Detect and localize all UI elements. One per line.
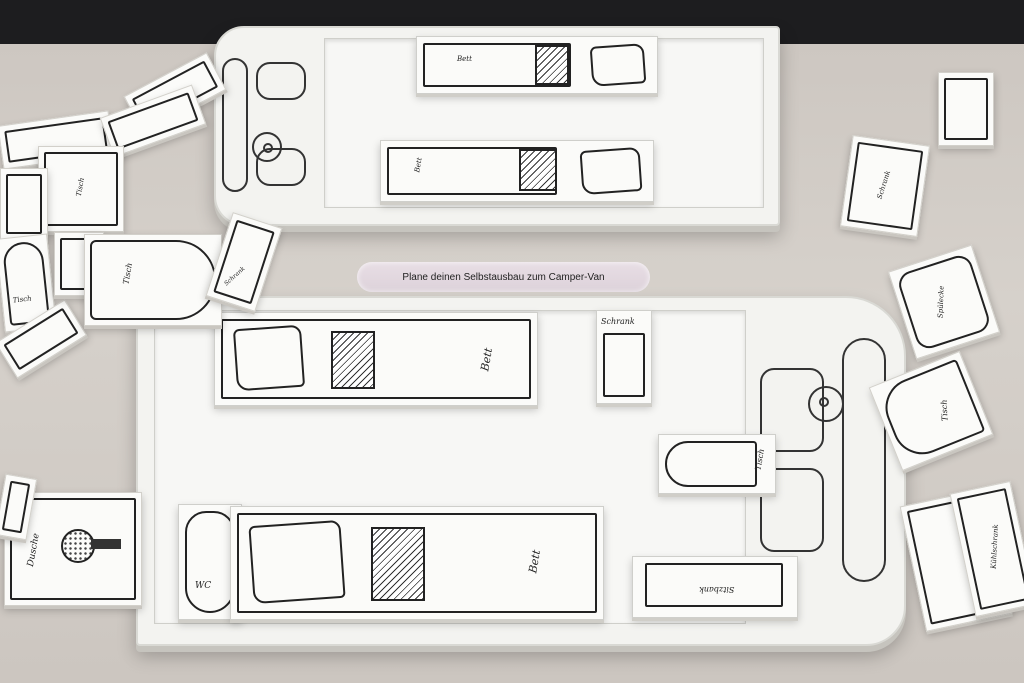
sitzbank-label: Sitzbank	[699, 585, 735, 594]
sitzbank-outline	[645, 563, 783, 607]
van-board-top: Bett Bett	[214, 26, 780, 226]
tisch-tile[interactable]: Tisch	[658, 434, 776, 494]
van-board-bottom: Bett Schrank Tisch WC Bett Sitzbank	[136, 296, 906, 646]
steering-wheel-icon	[808, 386, 844, 422]
tile-outline	[6, 174, 42, 234]
tile-label: Tisch	[939, 399, 950, 422]
loose-tile-tisch[interactable]: Tisch	[38, 146, 124, 232]
pillow-icon	[589, 43, 647, 87]
blanket-hatch	[535, 45, 569, 85]
cab-seat-outline	[256, 62, 306, 100]
steering-wheel-icon	[252, 132, 282, 162]
blanket-hatch	[331, 331, 375, 389]
bed-label: Bett	[457, 55, 472, 63]
loose-tile-schrank[interactable]: Schrank	[839, 135, 931, 237]
pillow-icon	[579, 146, 643, 196]
schrank-label: Schrank	[601, 317, 635, 326]
loose-tile-tisch[interactable]: Tisch	[84, 234, 222, 326]
bed-outline	[237, 513, 597, 613]
dashboard-outline	[222, 58, 248, 192]
tile-outline	[1, 480, 31, 534]
bed-outline	[221, 319, 531, 399]
wc-label: WC	[195, 581, 212, 591]
dashboard-outline	[842, 338, 886, 582]
dusche-outline	[10, 498, 136, 600]
wc-outline	[185, 511, 235, 613]
shower-head-icon	[91, 539, 121, 549]
bed-outline	[423, 43, 571, 87]
tisch-outline	[665, 441, 757, 487]
bed-tile[interactable]: Bett	[416, 36, 658, 94]
title-banner: Plane deinen Selbstausbau zum Camper-Van	[357, 262, 650, 292]
schrank-outline	[603, 333, 645, 397]
tisch-outline	[90, 240, 216, 320]
blanket-hatch	[519, 149, 557, 191]
bed-tile[interactable]: Bett	[380, 140, 654, 202]
pillow-icon	[248, 519, 346, 605]
bed-tile[interactable]: Bett	[214, 312, 538, 406]
tile-outline	[944, 78, 988, 140]
cab-seat-outline	[760, 468, 824, 552]
loose-tile[interactable]	[938, 72, 994, 146]
shower-drain-icon	[61, 529, 95, 563]
sitzbank-tile[interactable]: Sitzbank	[632, 556, 798, 618]
loose-tile[interactable]	[0, 168, 48, 240]
bed-tile[interactable]: Bett	[230, 506, 604, 620]
tile-label: Spülecke	[936, 285, 946, 319]
pillow-icon	[232, 324, 306, 392]
blanket-hatch	[371, 527, 425, 601]
schrank-tile[interactable]: Schrank	[596, 310, 652, 404]
